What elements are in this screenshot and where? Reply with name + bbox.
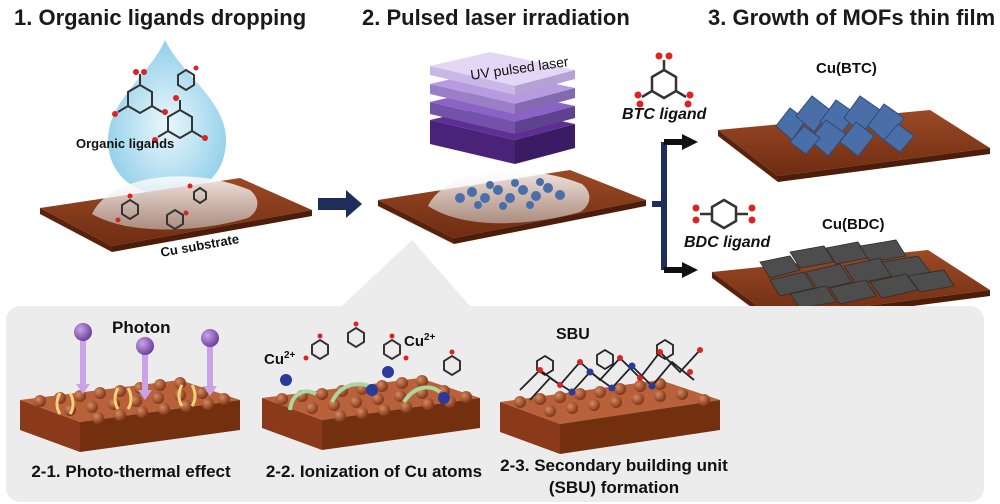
bdc-ligand-label: BDC ligand bbox=[684, 234, 771, 251]
bdc-molecule-icon bbox=[700, 198, 748, 230]
step3-title: 3. Growth of MOFs thin film bbox=[708, 5, 996, 30]
caption-sbu-line2: (SBU) formation bbox=[548, 478, 680, 497]
caption-photothermal: 2-1. Photo-thermal effect bbox=[31, 462, 231, 481]
uv-laser-stack bbox=[430, 52, 575, 164]
photon-label: Photon bbox=[112, 318, 171, 337]
caption-sbu-line1: 2-3. Secondary building unit bbox=[500, 456, 728, 475]
btc-ligand-label: BTC ligand bbox=[622, 106, 707, 123]
cu-bdc-label: Cu(BDC) bbox=[822, 216, 885, 233]
btc-octahedra bbox=[775, 95, 915, 157]
cu-ion-label-left: Cu2+ bbox=[264, 350, 296, 368]
sbu-label: SBU bbox=[556, 326, 590, 343]
step2-title: 2. Pulsed laser irradiation bbox=[362, 5, 630, 30]
nanoclusters bbox=[455, 178, 565, 210]
photothermal-block bbox=[20, 377, 240, 452]
cu-ions bbox=[280, 366, 450, 404]
bdc-sheets bbox=[759, 239, 955, 309]
btc-molecule-icon bbox=[641, 60, 687, 100]
cu-ion-label-right: Cu2+ bbox=[404, 332, 436, 350]
photon-arrows bbox=[74, 323, 219, 400]
step1-title: 1. Organic ligands dropping bbox=[14, 5, 307, 30]
cu-btc-label: Cu(BTC) bbox=[816, 60, 877, 77]
ionization-block bbox=[262, 321, 480, 450]
ligand-molecules-drop bbox=[117, 68, 203, 140]
caption-ionization: 2-2. Ionization of Cu atoms bbox=[265, 462, 483, 481]
branch-arrows bbox=[652, 134, 698, 278]
sbu-block bbox=[500, 338, 720, 454]
arrow-step1-to-step2 bbox=[318, 190, 362, 218]
organic-ligands-label: Organic ligands bbox=[76, 136, 175, 151]
